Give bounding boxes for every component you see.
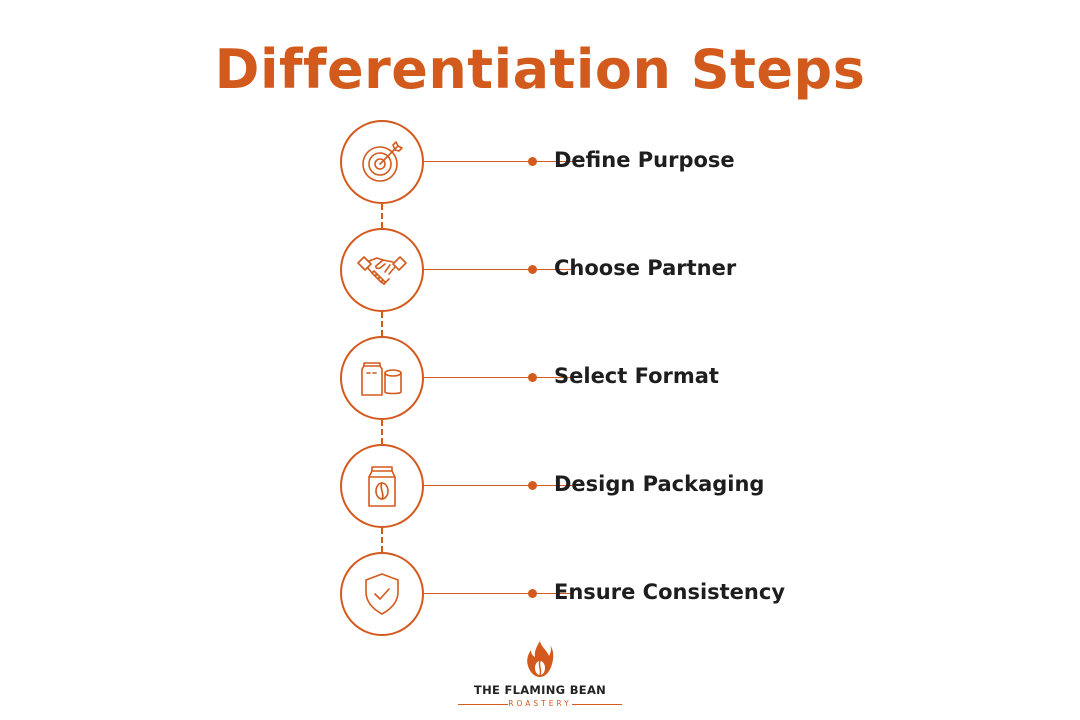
connector-line <box>381 312 383 336</box>
step-choose-partner: Choose Partner <box>340 228 840 312</box>
brand-divider <box>572 704 622 705</box>
connector-line <box>381 204 383 228</box>
step-icon-circle <box>340 552 424 636</box>
step-dot <box>528 373 537 382</box>
step-connector <box>424 269 574 270</box>
step-label: Select Format <box>554 364 719 388</box>
step-design-packaging: Design Packaging <box>340 444 840 528</box>
connector-line <box>381 528 383 552</box>
step-dot <box>528 157 537 166</box>
page-title: Differentiation Steps <box>214 38 866 101</box>
shield-check-icon <box>365 573 399 615</box>
handshake-icon <box>357 256 407 285</box>
step-label: Ensure Consistency <box>554 580 786 604</box>
step-dot <box>528 589 537 598</box>
brand-subtitle: ROASTERY <box>508 699 572 708</box>
step-label: Design Packaging <box>554 472 765 496</box>
step-connector <box>424 161 574 162</box>
target-icon <box>362 141 403 182</box>
connector-line <box>381 420 383 444</box>
step-select-format: Select Format <box>340 336 840 420</box>
step-define-purpose: Define Purpose <box>340 120 840 204</box>
step-ensure-consistency: Ensure Consistency <box>340 552 840 636</box>
step-dot <box>528 481 537 490</box>
brand-divider <box>458 704 508 705</box>
step-label: Define Purpose <box>554 148 735 172</box>
step-label: Choose Partner <box>554 256 737 280</box>
brand-name: THE FLAMING BEAN <box>473 683 607 697</box>
flame-icon <box>527 641 554 677</box>
coffee-bag-icon <box>368 466 396 507</box>
step-dot <box>528 265 537 274</box>
step-icon-circle <box>340 444 424 528</box>
step-icon-circle <box>340 120 424 204</box>
step-connector <box>424 593 574 594</box>
step-connector <box>424 485 574 486</box>
step-icon-circle <box>340 228 424 312</box>
brand-logo: THE FLAMING BEAN ROASTERY <box>440 640 640 715</box>
step-connector <box>424 377 574 378</box>
step-icon-circle <box>340 336 424 420</box>
packaging-formats-icon <box>361 362 402 396</box>
